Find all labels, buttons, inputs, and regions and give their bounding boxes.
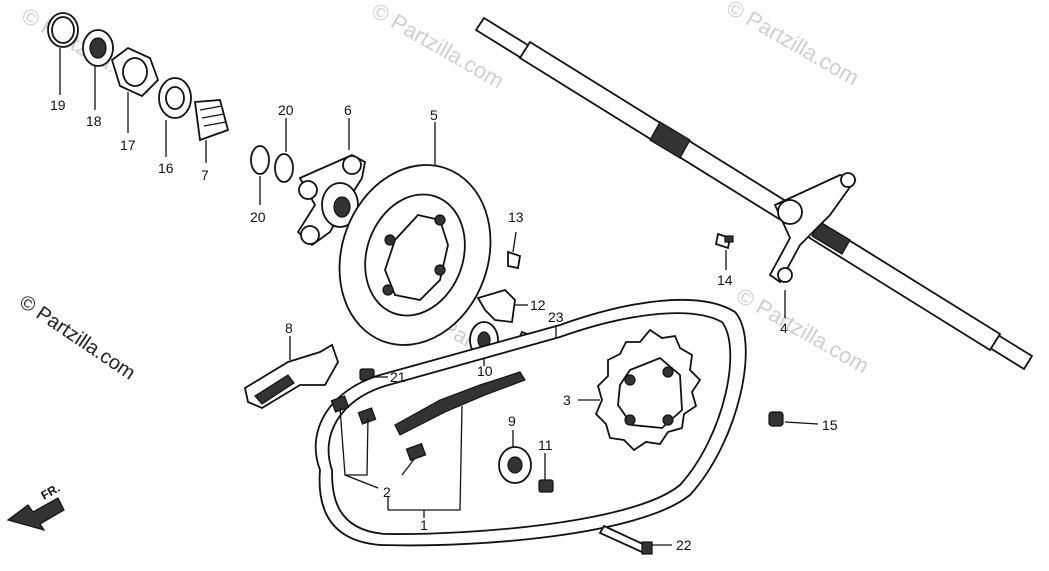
callout-13: 13 [508, 209, 524, 225]
callout-2: 2 [383, 484, 391, 500]
bolt-14 [714, 232, 734, 250]
watermark-right: © Partzilla.com [733, 283, 874, 379]
watermark-top-right: © Partzilla.com [723, 0, 864, 90]
o-rings-20 [250, 145, 294, 183]
leader-lines [59, 48, 819, 546]
rear-axle-shaft [474, 16, 1034, 371]
callout-labels: 19 18 17 16 7 20 20 6 5 13 14 4 12 23 10… [50, 97, 838, 553]
callout-1: 1 [420, 517, 428, 533]
spacer-7 [193, 99, 230, 142]
callout-9: 9 [508, 413, 516, 429]
callout-15: 15 [822, 417, 838, 433]
driven-sprocket-3 [594, 328, 702, 452]
master-link-a [330, 395, 350, 413]
callout-20-top: 20 [278, 102, 294, 118]
callout-17: 17 [120, 137, 136, 153]
callout-18: 18 [86, 113, 102, 129]
callout-10: 10 [477, 363, 493, 379]
watermark-side: © Partzilla.com [15, 291, 139, 385]
watermark-top-center: © Partzilla.com [368, 0, 509, 93]
callout-11: 11 [538, 437, 553, 453]
brake-disc-5 [338, 164, 492, 346]
nut-11 [538, 479, 554, 493]
callout-8: 8 [285, 320, 293, 336]
bolt-13 [507, 250, 522, 270]
callout-14: 14 [717, 272, 733, 288]
callout-22: 22 [676, 537, 692, 553]
nut-15 [768, 411, 784, 427]
callout-23: 23 [548, 309, 564, 325]
callout-16: 16 [158, 160, 174, 176]
master-link-b [357, 407, 377, 425]
hub-parts-stack [47, 12, 230, 142]
front-direction-arrow: FR. [6, 481, 65, 532]
roller-9 [498, 446, 532, 484]
adjuster-12 [476, 288, 516, 323]
bolt-22 [598, 524, 653, 555]
master-link-c [405, 442, 427, 462]
callout-20-bottom: 20 [250, 209, 266, 225]
callout-4: 4 [780, 320, 788, 336]
callout-3: 3 [563, 392, 571, 408]
callout-19: 19 [50, 97, 66, 113]
callout-7: 7 [201, 167, 209, 183]
callout-5: 5 [430, 107, 438, 123]
callout-21: 21 [390, 369, 406, 385]
callout-12: 12 [530, 297, 546, 313]
chain-guide-8 [243, 343, 375, 410]
callout-6: 6 [344, 102, 352, 118]
wheel-hub-flange-6 [296, 153, 367, 247]
